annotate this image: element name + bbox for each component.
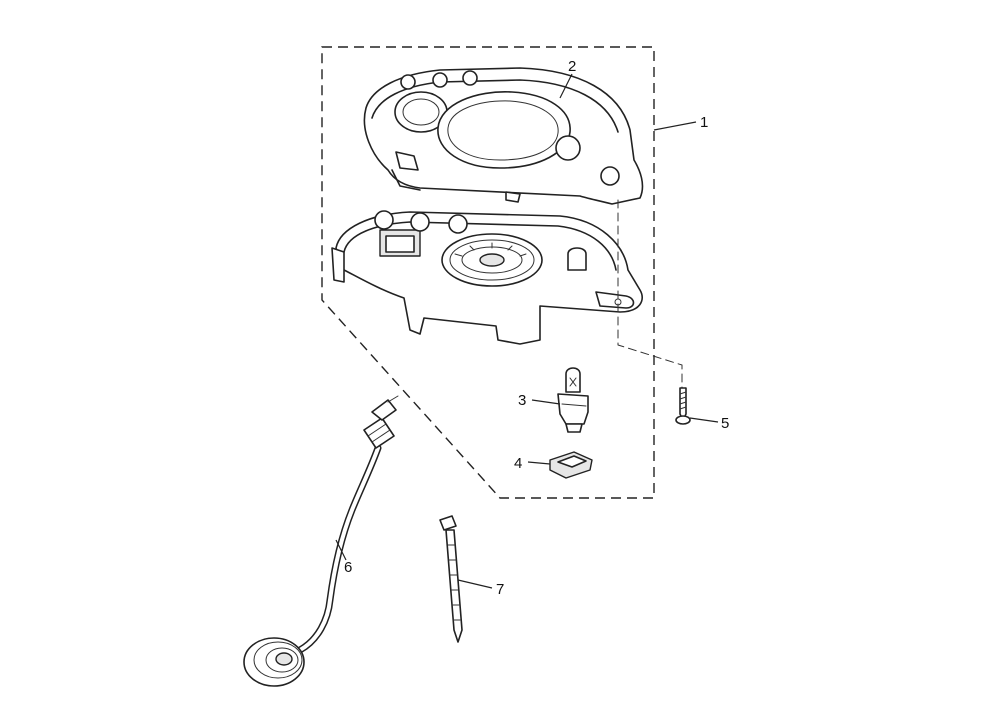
- front-cover-part: [363, 67, 644, 205]
- leader-1: [653, 121, 697, 131]
- leader-7: [457, 579, 493, 589]
- meter-housing-part: [331, 210, 644, 345]
- callout-2: 2: [568, 58, 576, 75]
- callout-4: 4: [514, 455, 522, 472]
- callout-3: 3: [518, 392, 526, 409]
- wire-harness-part: [243, 395, 399, 687]
- callout-5: 5: [721, 415, 729, 432]
- screw-center-line: [617, 199, 683, 389]
- leader-2: [559, 73, 573, 99]
- grommet-part: [549, 451, 593, 479]
- leader-3: [531, 399, 561, 405]
- leader-4: [527, 461, 551, 465]
- callout-6: 6: [344, 559, 352, 576]
- leader-6: [335, 539, 347, 561]
- leader-5: [689, 417, 719, 423]
- bulb-socket-part: [557, 367, 589, 433]
- cable-tie-part: [439, 515, 463, 643]
- assembly-boundary: [321, 46, 655, 499]
- callout-1: 1: [700, 114, 708, 131]
- callout-7: 7: [496, 581, 504, 598]
- screw-part: [675, 387, 691, 425]
